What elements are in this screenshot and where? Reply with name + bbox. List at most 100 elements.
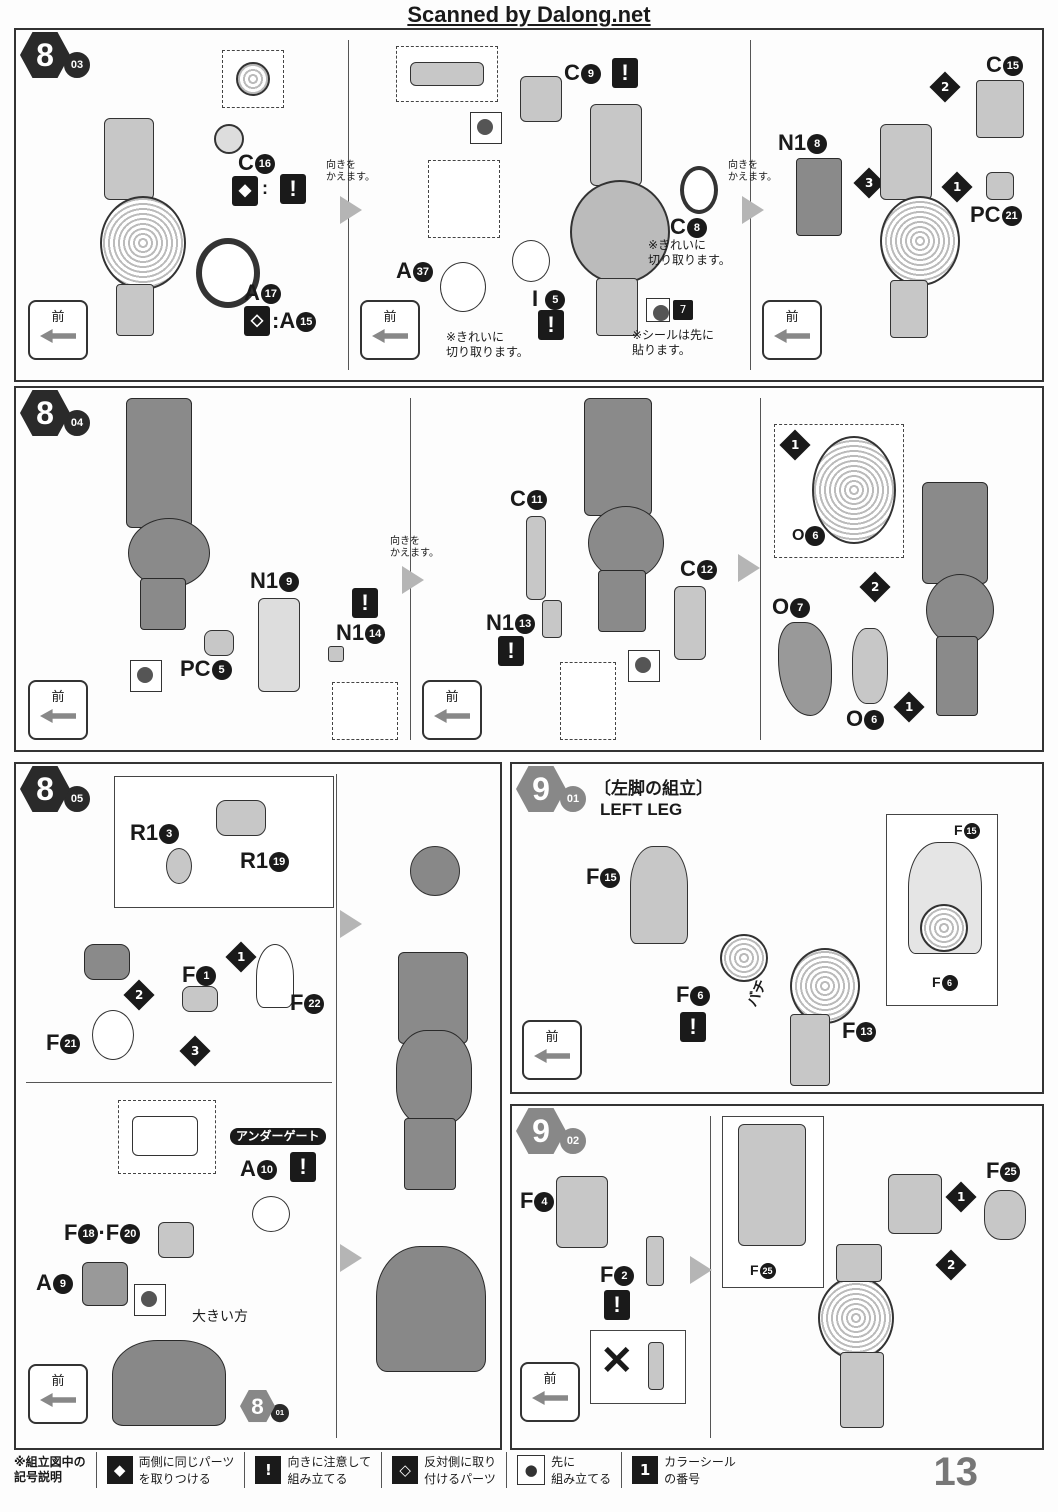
turn-over-note: 向きを かえます。 xyxy=(728,160,777,183)
warning-icon: ! xyxy=(290,1152,316,1182)
part-r1-19 xyxy=(216,800,266,836)
arm-gear-disc xyxy=(880,196,960,286)
leg-lower-frame xyxy=(840,1352,884,1428)
turn-over-note: 向きを かえます。 xyxy=(390,536,439,559)
cut-clean-note: ※きれいに 切り取ります。 xyxy=(446,330,529,359)
detail-callout-box xyxy=(332,682,398,740)
under-gate-label: アンダーゲート xyxy=(230,1128,326,1145)
divider xyxy=(336,774,337,1438)
step-badge-9-02: 9 02 xyxy=(516,1108,588,1156)
arm-armor-lower xyxy=(404,1118,456,1190)
legend-item: ◆両側に同じパーツ を取りつける xyxy=(95,1452,245,1488)
arm-lower-frame xyxy=(116,284,154,336)
next-arrow xyxy=(738,554,760,582)
part-c9 xyxy=(520,76,562,122)
front-indicator: 前 xyxy=(522,1020,582,1080)
part-f25-detail xyxy=(738,1124,806,1246)
warning-icon: ! xyxy=(352,588,378,618)
warning-icon: ! xyxy=(280,174,306,204)
legend-item: ◇反対側に取り 付けるパーツ xyxy=(381,1452,506,1488)
step-badge-9-01: 9 01 xyxy=(516,766,588,814)
part-f22 xyxy=(256,944,294,1008)
front-indicator: 前 xyxy=(28,1364,88,1424)
leg-frame xyxy=(888,1174,942,1234)
symbol-legend: ※組立図中の 記号説明 ◆両側に同じパーツ を取りつける !向きに注意して 組み… xyxy=(14,1450,1044,1490)
part-a10 xyxy=(252,1196,290,1232)
next-arrow xyxy=(690,1256,712,1284)
divider xyxy=(760,398,761,740)
part-n1-14 xyxy=(328,646,344,662)
arm-lower-frame xyxy=(890,280,928,338)
leg-gear-disc xyxy=(818,1276,894,1360)
detail-callout-box xyxy=(560,662,616,740)
part-f4 xyxy=(556,1176,608,1248)
arm-armor-round xyxy=(588,506,664,580)
part-pc5 xyxy=(204,630,234,656)
part-a37-lens xyxy=(440,262,486,312)
symbol-both-sides: ◆ xyxy=(232,176,258,206)
page-number: 13 xyxy=(933,1450,979,1494)
step-badge-8-03: 8 03 xyxy=(20,32,92,80)
part-detail-clip xyxy=(410,62,484,86)
part-f1 xyxy=(182,986,218,1012)
front-indicator: 前 xyxy=(422,680,482,740)
next-arrow xyxy=(402,566,424,594)
part-n1-8 xyxy=(796,158,842,236)
part-i5-lens xyxy=(512,240,550,282)
step-sub-number: 01 xyxy=(269,1402,291,1424)
part-f25 xyxy=(984,1190,1026,1240)
legend-heading: ※組立図中の 記号説明 xyxy=(14,1455,86,1484)
front-indicator: 前 xyxy=(762,300,822,360)
turn-over-note: 向きを かえます。 xyxy=(326,160,375,183)
legend-text: 向きに注意して 組み立てる xyxy=(287,1455,372,1486)
next-arrow xyxy=(340,1244,362,1272)
arm-armor-upper xyxy=(584,398,652,516)
sticker-number: 7 xyxy=(673,300,693,320)
prebuilt-icon xyxy=(628,650,660,682)
scan-header: Scanned by Dalong.net xyxy=(407,2,651,27)
part-c12 xyxy=(674,586,706,660)
arm-armor-lower xyxy=(936,636,978,716)
arm-armor-lower xyxy=(598,570,646,632)
divider xyxy=(26,1082,332,1083)
warning-icon: ! xyxy=(612,58,638,88)
leg-frame xyxy=(790,1014,830,1086)
part-f18-f20 xyxy=(158,1222,194,1258)
part-n1-13 xyxy=(542,600,562,638)
arm-frame xyxy=(104,118,154,200)
arm-gear-disc xyxy=(100,196,186,290)
arm-armor-round xyxy=(926,574,994,646)
warning-icon: ! xyxy=(538,310,564,340)
part-f2 xyxy=(646,1236,664,1286)
wrong-mark-icon: ✕ xyxy=(600,1339,634,1383)
warning-icon: ! xyxy=(255,1456,282,1484)
both-sides-icon: ◆ xyxy=(106,1456,133,1484)
front-indicator: 前 xyxy=(520,1362,580,1422)
prebuilt-icon xyxy=(130,660,162,692)
warning-icon: ! xyxy=(604,1290,630,1320)
leg-lower-frame xyxy=(836,1244,882,1282)
part-c16 xyxy=(214,124,244,154)
step-number: 8 xyxy=(240,1390,275,1423)
symbol-opposite-side: ◇ xyxy=(244,306,270,336)
prebuilt-icon: ● xyxy=(517,1455,546,1485)
part-a17-ring xyxy=(196,238,260,308)
prebuilt-icon xyxy=(134,1284,166,1316)
